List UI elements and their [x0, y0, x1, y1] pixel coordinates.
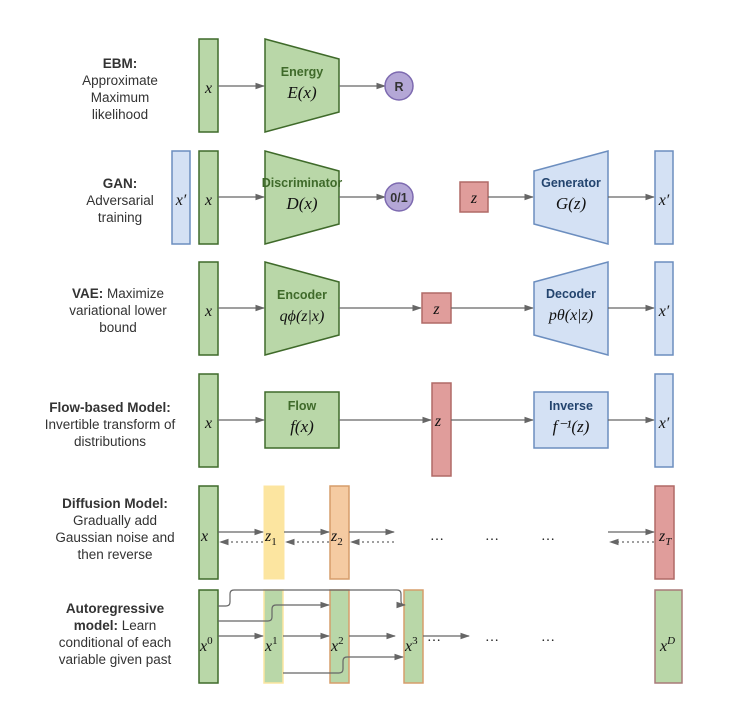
vae-row: x Encoder qϕ(z|x) z Decoder pθ(x|z) x′ [198, 261, 674, 356]
ebm-input-label: x [204, 80, 212, 97]
encoder-block-func: qϕ(z|x) [280, 308, 325, 325]
vae-title: VAE: [71, 286, 104, 301]
ebm-desc-line1: Approximate [82, 73, 158, 88]
gan-generated-output [654, 150, 674, 245]
vae-label: VAE: Maximize variational lower bound [18, 285, 218, 336]
vae-latent-z [421, 292, 452, 324]
discriminator-block-func: D(x) [285, 194, 317, 213]
diffusion-label: Diffusion Model: Gradually add Gaussian … [25, 495, 205, 563]
gan-title: GAN: [102, 176, 138, 191]
ebm-desc-line2: Maximum [90, 90, 150, 105]
flow-desc-line2: distributions [73, 434, 147, 449]
ar-ellipsis-1: … [427, 630, 441, 645]
discriminator-block-name: Discriminator [262, 176, 343, 190]
autoregressive-title: Autoregressive [65, 601, 165, 616]
gan-desc-line1: Adversarial [86, 193, 154, 208]
flow-output-label: x′ [658, 415, 670, 432]
flow-title: Flow-based Model: [49, 400, 171, 415]
autoregressive-desc-line2: conditional of each [58, 635, 172, 650]
inverse-block-name: Inverse [549, 399, 593, 413]
ebm-output-label: R [394, 80, 403, 94]
autoregressive-desc-line3: variable given past [58, 652, 172, 667]
gan-latent-label: z [470, 190, 478, 207]
diffusion-desc-line1: Gradually add [72, 513, 158, 528]
autoregressive-title-line2: model: [73, 618, 118, 633]
vae-input-label: x [204, 303, 212, 320]
flow-block-name: Flow [288, 399, 317, 413]
flow-input-label: x [204, 415, 212, 432]
gan-input-label: x [204, 192, 212, 209]
ar-edge-x0-x2 [218, 601, 330, 622]
diffusion-desc-line3: then reverse [77, 547, 153, 562]
flow-block [264, 391, 340, 449]
flow-label: Flow-based Model: Invertible transform o… [10, 399, 210, 450]
inverse-block [533, 391, 609, 449]
gan-output-label: 0/1 [390, 191, 407, 205]
decoder-block [533, 261, 609, 356]
autoregressive-label: Autoregressive model: Learn conditional … [25, 600, 205, 668]
diffusion-row: x z1 z2 zT … … … [198, 485, 675, 580]
encoder-block [264, 261, 340, 356]
autoregressive-row: x0 x1 x2 x3 xD … … … [198, 589, 683, 684]
generator-block [533, 150, 609, 245]
encoder-block-name: Encoder [277, 288, 327, 302]
gan-label: GAN: Adversarial training [35, 175, 205, 226]
gan-fake-input-label: x′ [175, 192, 187, 209]
vae-latent-label: z [432, 301, 440, 318]
generator-block-func: G(z) [556, 194, 587, 213]
ar-ellipsis-2: … [485, 630, 499, 645]
ar-ellipsis-3: … [541, 630, 555, 645]
decoder-block-func: pθ(x|z) [548, 307, 593, 324]
ar-state-xD [654, 589, 683, 684]
discriminator-block [264, 150, 340, 245]
gan-desc-line2: training [97, 210, 143, 225]
diffusion-ellipsis-1: … [430, 529, 444, 544]
ebm-desc-line3: likelihood [91, 107, 149, 122]
gan-row: x′ x Discriminator D(x) 0/1 z Generator … [171, 150, 674, 245]
gan-fake-input [171, 150, 191, 245]
ebm-label: EBM: Approximate Maximum likelihood [35, 55, 205, 123]
flow-latent-label: z [434, 413, 442, 430]
ar-edge-x1-x3 [283, 653, 404, 674]
gan-generated-label: x′ [658, 192, 670, 209]
energy-block-name: Energy [281, 65, 323, 79]
flow-row: x Flow f(x) z Inverse f⁻¹(z) x′ [198, 373, 674, 477]
vae-output [654, 261, 674, 356]
vae-output-label: x′ [658, 303, 670, 320]
energy-block [264, 38, 340, 133]
decoder-block-name: Decoder [546, 287, 596, 301]
gan-latent-z [459, 181, 489, 213]
diffusion-title: Diffusion Model: [62, 496, 168, 511]
flow-latent-z [431, 382, 452, 477]
gan-output-circle [384, 182, 414, 212]
flow-desc-line1: Invertible transform of [44, 417, 176, 432]
diffusion-state-zT [654, 485, 675, 580]
autoregressive-desc-line1: Learn [121, 618, 157, 633]
diffusion-desc-line2: Gaussian noise and [55, 530, 175, 545]
flow-block-func: f(x) [290, 417, 314, 436]
vae-desc-line1: Maximize [107, 286, 165, 301]
inverse-block-func: f⁻¹(z) [553, 417, 590, 436]
vae-desc-line3: bound [99, 320, 137, 335]
diffusion-state-x-label: x [200, 528, 208, 545]
generator-block-name: Generator [541, 176, 601, 190]
ebm-output-circle [384, 71, 414, 101]
diffusion-ellipsis-3: … [541, 529, 555, 544]
ar-edge-x0-x3 [218, 589, 406, 609]
ebm-row: x Energy E(x) R [198, 38, 414, 133]
flow-output [654, 373, 674, 468]
vae-desc-line2: variational lower [69, 303, 167, 318]
energy-block-func: E(x) [286, 83, 317, 102]
diffusion-ellipsis-2: … [485, 529, 499, 544]
ebm-title: EBM: [102, 56, 138, 71]
